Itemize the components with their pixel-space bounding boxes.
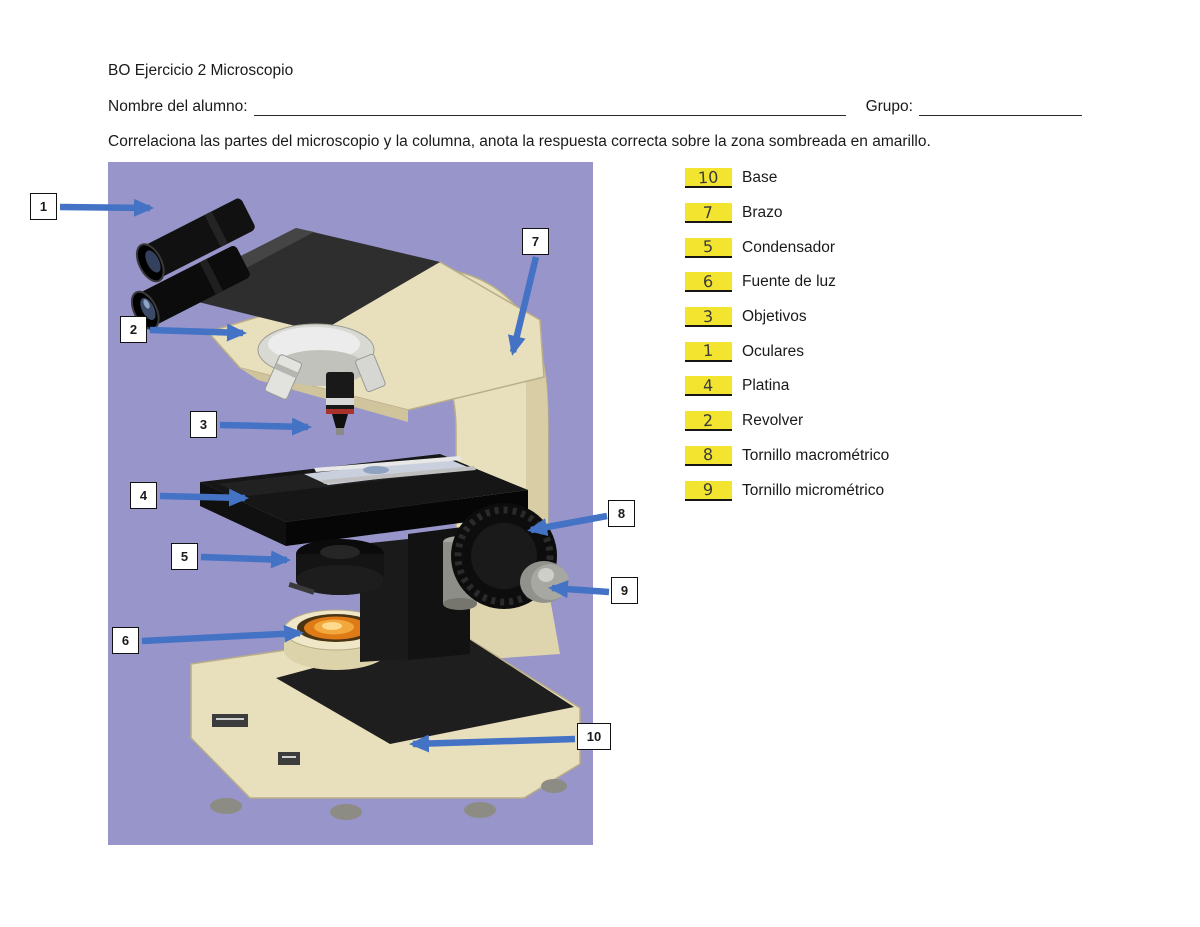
page-title: BO Ejercicio 2 Microscopio — [108, 62, 294, 79]
handwritten-answer: 7 — [702, 202, 715, 222]
answer-label: Objetivos — [742, 308, 807, 326]
microscope-illustration — [108, 162, 593, 845]
handwritten-answer: 2 — [702, 410, 715, 430]
student-name-label: Nombre del alumno: — [108, 98, 248, 115]
microscope-base — [190, 625, 581, 820]
answer-row-oculares: 1 Oculares — [685, 334, 889, 369]
answer-box[interactable]: 8 — [685, 445, 732, 466]
answer-box[interactable]: 4 — [685, 375, 732, 397]
name-group-line: Nombre del alumno: Grupo: — [108, 96, 1082, 116]
answer-box[interactable]: 2 — [685, 410, 732, 432]
instructions-text: Correlaciona las partes del microscopio … — [108, 133, 931, 150]
answer-row-objetivos: 3 Objetivos — [685, 300, 889, 335]
objective-main — [326, 372, 354, 435]
handwritten-answer: 10 — [697, 167, 720, 188]
microscope-figure — [108, 162, 593, 845]
answer-box[interactable]: 3 — [685, 306, 732, 328]
answer-box[interactable]: 5 — [685, 236, 732, 258]
handwritten-answer: 3 — [702, 306, 715, 326]
answer-box[interactable]: 10 — [685, 167, 732, 189]
callout-7: 7 — [522, 228, 549, 255]
answer-label: Fuente de luz — [742, 273, 836, 291]
answer-row-platina: 4 Platina — [685, 369, 889, 404]
revolver-nosepiece — [257, 323, 386, 435]
answer-box[interactable]: 7 — [685, 202, 732, 224]
callout-2: 2 — [120, 316, 147, 343]
answer-row-base: 10 Base — [685, 161, 889, 196]
callout-5: 5 — [171, 543, 198, 570]
handwritten-answer: 4 — [702, 375, 715, 396]
callout-3: 3 — [190, 411, 217, 438]
objective-right — [355, 353, 386, 393]
group-label: Grupo: — [865, 98, 913, 115]
answer-label: Oculares — [742, 342, 805, 360]
answer-label: Condensador — [742, 238, 836, 256]
answer-label: Platina — [742, 377, 790, 395]
answer-label: Revolver — [742, 412, 804, 430]
answer-label: Tornillo macrométrico — [742, 446, 890, 464]
callout-6: 6 — [112, 627, 139, 654]
callout-10: 10 — [577, 723, 611, 750]
callout-9: 9 — [611, 577, 638, 604]
answer-box[interactable]: 6 — [685, 271, 732, 293]
callout-4: 4 — [130, 482, 157, 509]
answer-row-fuente-de-luz: 6 Fuente de luz — [685, 265, 889, 300]
handwritten-answer: 8 — [702, 445, 715, 465]
answer-box[interactable]: 1 — [685, 341, 732, 362]
answer-row-brazo: 7 Brazo — [685, 196, 889, 231]
handwritten-answer: 6 — [702, 271, 715, 292]
answer-list: 10 Base 7 Brazo 5 Condensador 6 Fuente d… — [685, 161, 889, 508]
answer-box[interactable]: 9 — [685, 479, 732, 501]
answer-label: Base — [742, 169, 778, 187]
handwritten-answer: 1 — [702, 341, 715, 361]
handwritten-answer: 9 — [702, 479, 715, 500]
answer-row-tornillo-micrometrico: 9 Tornillo micrométrico — [685, 473, 889, 508]
callout-1: 1 — [30, 193, 57, 220]
answer-label: Brazo — [742, 204, 783, 222]
group-blank[interactable] — [918, 99, 1082, 116]
student-name-blank[interactable] — [253, 99, 846, 116]
answer-row-tornillo-macrometrico: 8 Tornillo macrométrico — [685, 439, 889, 474]
handwritten-answer: 5 — [702, 236, 715, 257]
callout-8: 8 — [608, 500, 635, 527]
stage — [200, 454, 528, 546]
answer-row-revolver: 2 Revolver — [685, 404, 889, 439]
objective-left — [264, 354, 302, 400]
answer-label: Tornillo micrométrico — [742, 481, 885, 499]
answer-row-condensador: 5 Condensador — [685, 230, 889, 265]
